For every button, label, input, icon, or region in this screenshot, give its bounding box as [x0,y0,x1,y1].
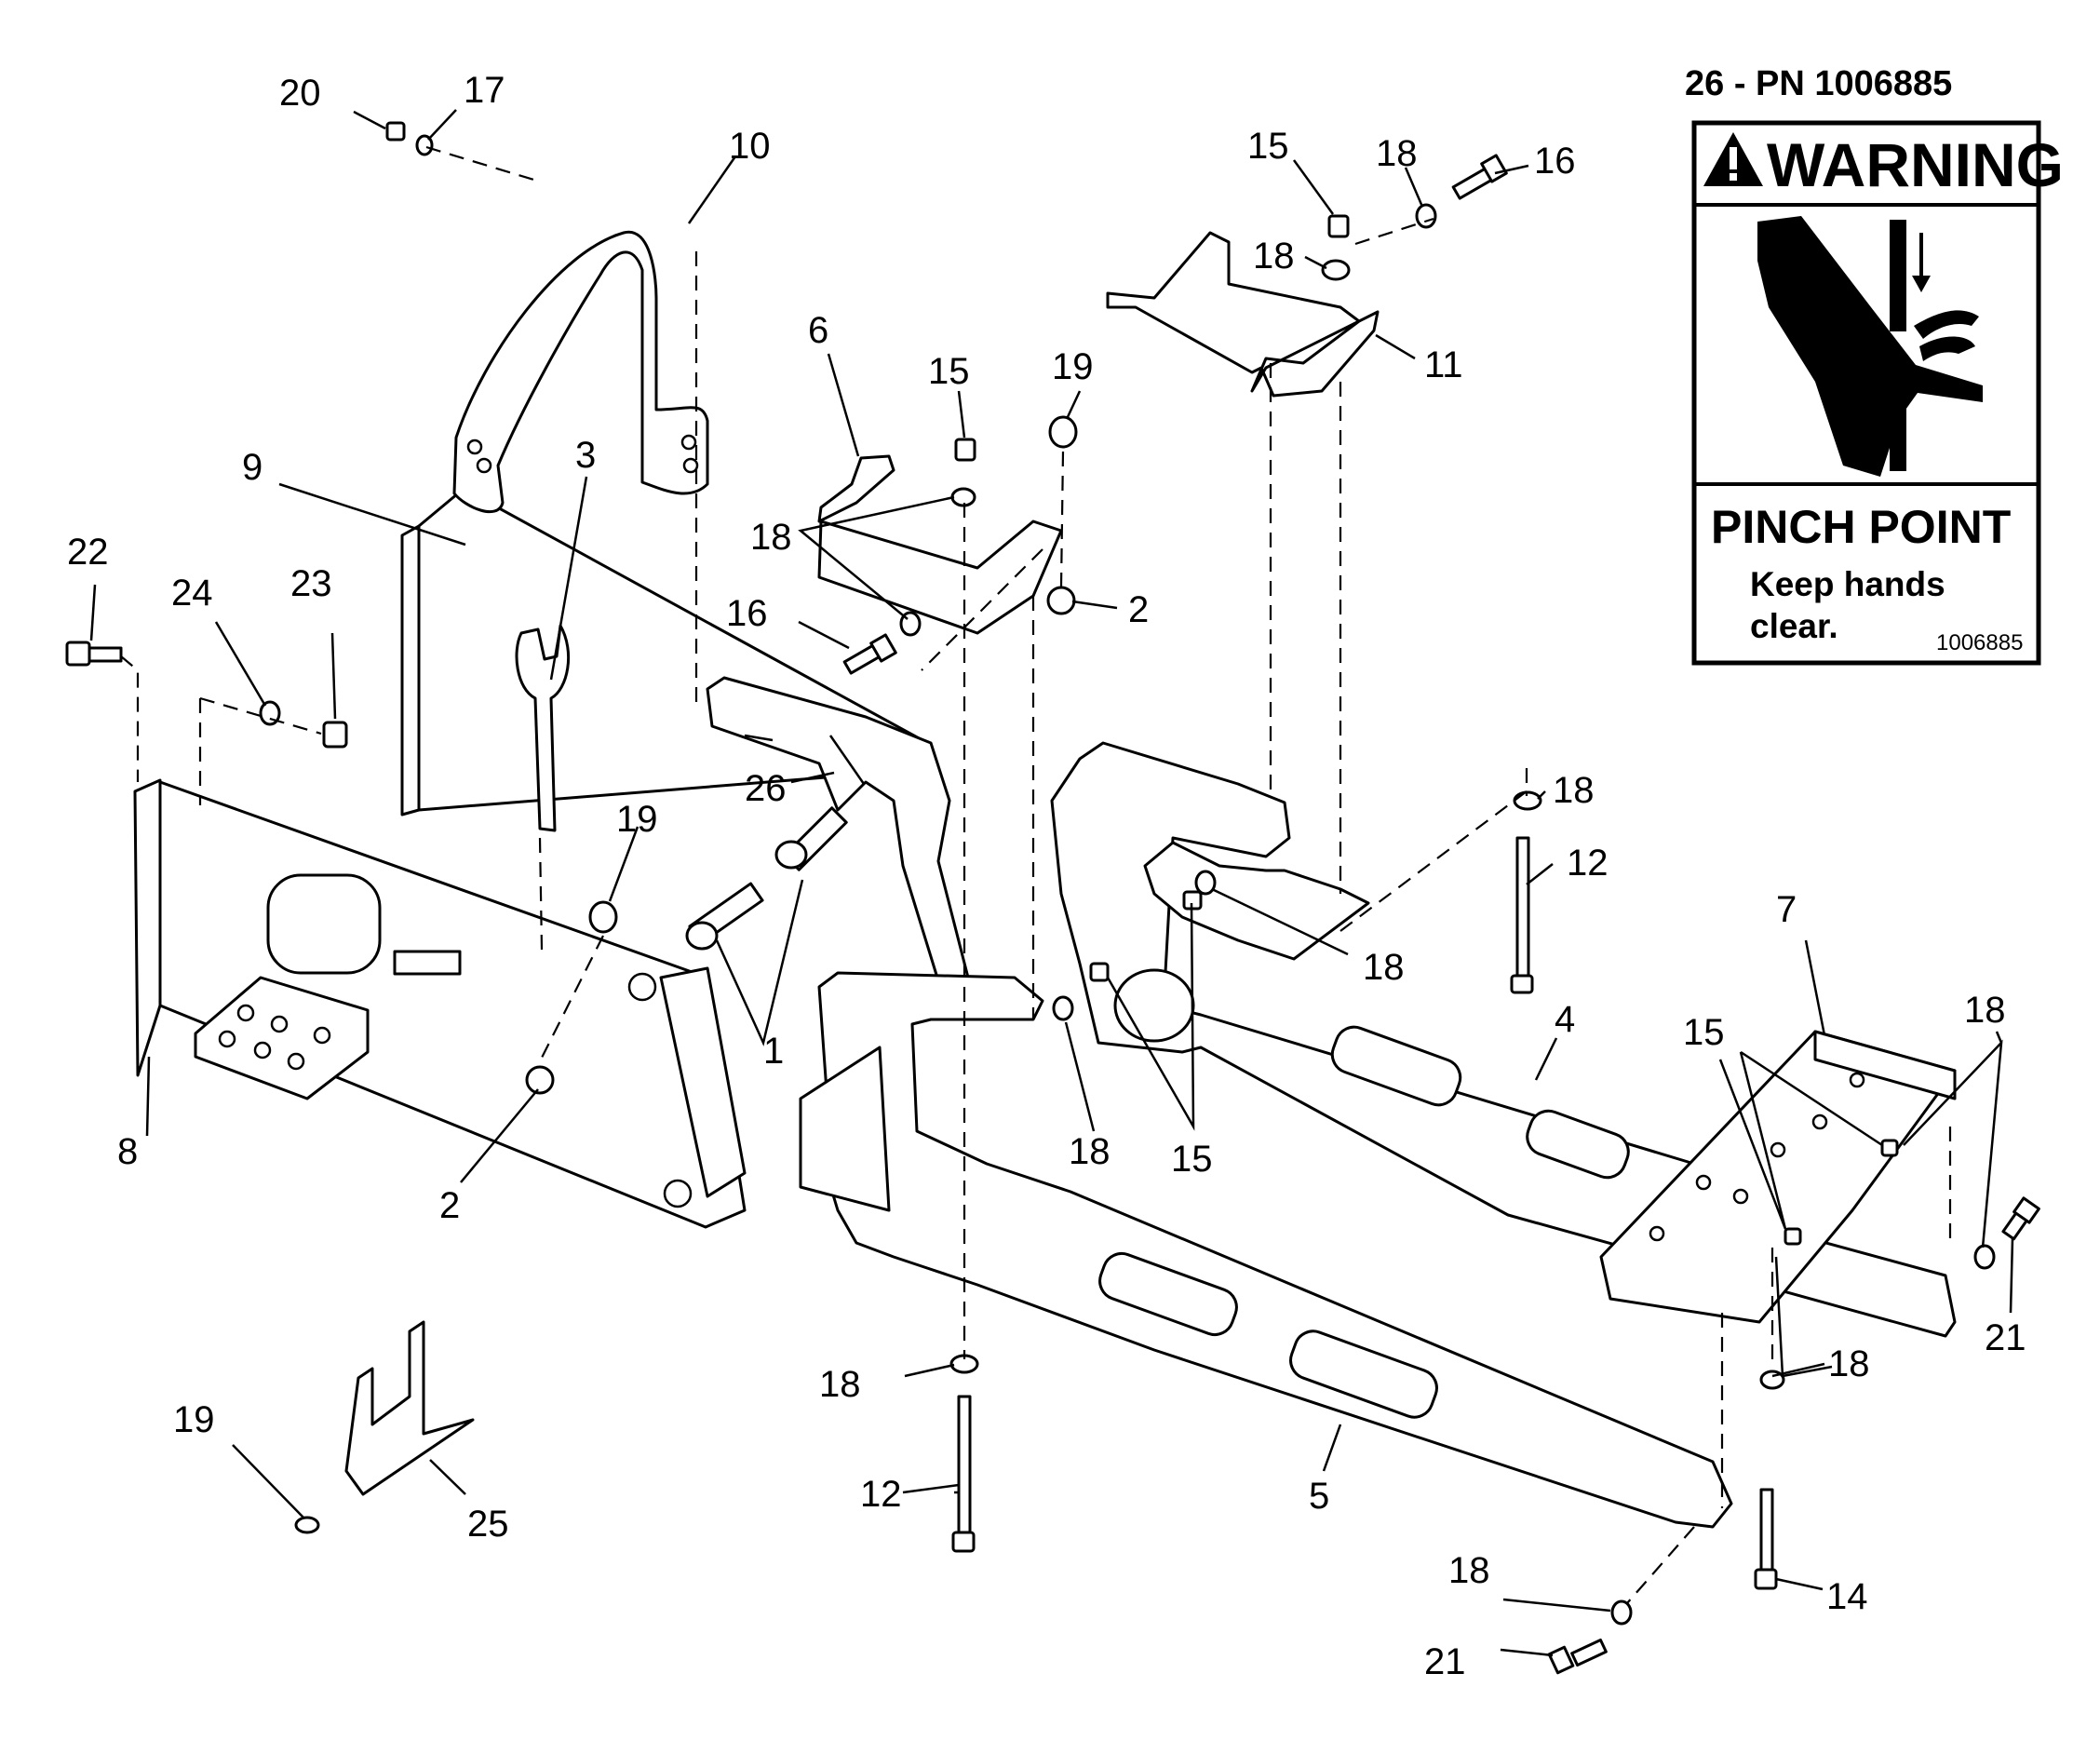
part-7-plate [1599,1030,1957,1324]
callout-1: 1 [763,1031,784,1072]
nut-20 [385,121,406,142]
callout-18: 18 [1363,947,1405,988]
callout-7: 7 [1776,889,1797,930]
callout-14: 14 [1826,1576,1868,1617]
nut-15-e [1880,1139,1899,1157]
nut-15-d [1089,962,1110,982]
castle-nut-2-a [1046,586,1076,615]
callout-19: 19 [616,799,658,840]
bolt-12-b [951,1395,976,1553]
callout-19: 19 [1052,346,1094,387]
callout-2: 2 [439,1185,460,1226]
part-6-bracket [817,454,1063,635]
callout-labels: 20 17 10 6 15 19 15 18 16 18 11 9 3 18 1… [67,70,2026,1682]
warning-triangle-icon [1703,132,1763,186]
part-25-bracket [344,1320,475,1496]
plate-window [266,873,382,975]
callout-16: 16 [726,593,768,634]
callout-18: 18 [1253,236,1295,277]
callout-3: 3 [575,435,596,476]
castle-nut-2-b [525,1065,555,1095]
callout-21: 21 [1424,1641,1466,1682]
callout-15: 15 [1683,1012,1725,1053]
callout-15: 15 [1247,126,1289,167]
callout-19: 19 [173,1399,215,1440]
callout-18: 18 [1069,1131,1111,1172]
callout-15: 15 [1171,1139,1213,1180]
callout-24: 24 [171,573,213,614]
decal-message-line1: Keep hands [1750,565,1945,603]
callout-12: 12 [1567,843,1609,884]
callout-18: 18 [1964,990,2006,1031]
callout-25: 25 [467,1504,509,1545]
callout-18: 18 [1828,1343,1870,1384]
callout-16: 16 [1534,141,1576,182]
bolt-21-a [2001,1196,2040,1241]
clip-19-b [588,900,618,934]
decal-heading: PINCH POINT [1711,501,2011,553]
callout-10: 10 [729,126,771,167]
callout-12: 12 [860,1474,902,1515]
part-5-arm [799,971,1733,1529]
washer-17 [415,134,434,156]
bolt-16-a [842,633,897,675]
hardware [65,121,2040,1675]
washer-24 [259,700,281,726]
bolt-14 [1754,1488,1778,1590]
bolt-12-a [1510,836,1534,994]
clip-19-c [294,1516,320,1534]
callout-23: 23 [290,563,332,604]
washer-18-k [1610,1599,1633,1626]
callout-15: 15 [928,351,970,392]
decal-message-line2: clear. [1750,607,1838,645]
callout-17: 17 [464,70,505,111]
callout-4: 4 [1555,999,1575,1040]
nut-15-b [1327,214,1350,238]
washer-18-i [1973,1244,1996,1270]
callout-18: 18 [1553,770,1595,811]
nut-15-a [954,438,976,462]
callout-5: 5 [1309,1476,1329,1517]
callout-9: 9 [242,447,262,488]
callout-8: 8 [117,1131,138,1172]
pin-1-b [685,882,764,951]
washer-18-d [1415,203,1437,229]
bolt-22 [65,641,123,667]
callout-2: 2 [1128,589,1149,630]
nut-23 [322,721,348,749]
washer-18-f [1194,870,1217,896]
callout-22: 22 [67,532,109,573]
callout-20: 20 [279,73,321,114]
pinch-hand-icon [1757,216,1983,477]
bolt-16-b [1451,154,1508,200]
warning-decal: WARNING PINCH POINT Keep hands clear. 10… [1691,120,2064,666]
callout-6: 6 [808,310,828,351]
diagram-title: 26 - PN 1006885 [1685,64,1952,103]
part-8-side-plate [133,778,747,1229]
callout-11: 11 [1424,344,1463,385]
callout-18: 18 [1448,1550,1490,1591]
leader-lines [89,109,2014,1657]
part-11-bracket [1106,231,1380,398]
part-10-hoop-bracket [452,230,709,514]
callout-26: 26 [745,768,787,809]
decal-header: WARNING [1767,130,2064,199]
nameplate [393,950,462,976]
washer-18-c [1321,259,1351,281]
decal-part-number: 1006885 [1936,630,2023,655]
callout-18: 18 [1376,133,1418,174]
washer-18-g [1052,995,1074,1021]
bolt-21-b [1547,1638,1608,1675]
callout-21: 21 [1985,1317,2026,1358]
clip-19-a [1048,415,1078,449]
pin-1-a [774,806,848,871]
callout-18: 18 [819,1364,861,1405]
nut-15-f [1784,1227,1802,1246]
assembly-lines [120,145,1952,1604]
callout-18: 18 [750,517,792,558]
